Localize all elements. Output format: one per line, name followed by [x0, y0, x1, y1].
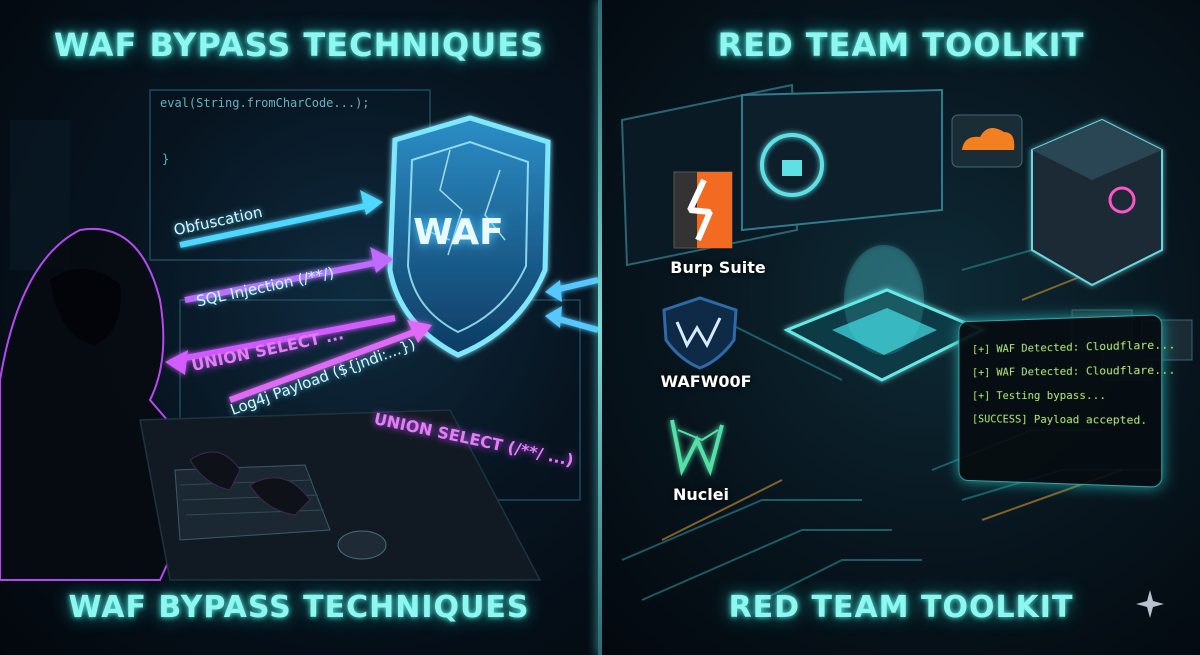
toolkit-illustration [620, 83, 1193, 601]
left-title-bottom: WAF BYPASS TECHNIQUES [68, 590, 530, 625]
cpu-chip-icon [783, 245, 986, 382]
waf-shield-text: WAF [413, 212, 504, 253]
server-icon [1031, 118, 1163, 287]
terminal-window: [+] WAF Detected: Cloudflare... [+] WAF … [958, 314, 1176, 488]
waf-shield [387, 115, 551, 358]
left-title-top: WAF BYPASS TECHNIQUES [53, 26, 545, 64]
terminal-line: [SUCCESS] Payload accepted. [972, 412, 1148, 427]
terminal-line: [+] Testing bypass... [972, 388, 1107, 403]
mouse [337, 530, 387, 560]
burp-suite-icon [673, 171, 733, 249]
lock-icon [760, 133, 824, 197]
panel-divider [598, 0, 602, 655]
burp-suite-label: Burp Suite [670, 258, 766, 277]
nuclei-label: Nuclei [672, 485, 730, 504]
red-team-toolkit-panel: Burp Suite WAFW00F Nuclei [+] WAF Detect… [602, 0, 1200, 655]
waf-bypass-panel: eval(String.fromCharCode...); } WAF Obfu… [0, 0, 598, 655]
right-title-top: RED TEAM TOOLKIT [717, 26, 1085, 64]
code-eval: eval(String.fromCharCode...); [160, 96, 370, 110]
attack-arrows [165, 190, 598, 403]
terminal-line: [+] WAF Detected: Cloudflare... [972, 363, 1176, 379]
terminal-line: [+] WAF Detected: Cloudflare... [972, 337, 1176, 356]
right-title-bottom: RED TEAM TOOLKIT [728, 590, 1074, 625]
waf-bypass-illustration [0, 89, 598, 581]
code-brace: } [162, 152, 170, 166]
sparkle-icon [1136, 590, 1164, 618]
wafw00f-label: WAFW00F [660, 372, 752, 391]
nuclei-icon [670, 419, 724, 477]
cloudflare-icon [951, 114, 1023, 168]
wafw00f-icon [662, 296, 738, 370]
